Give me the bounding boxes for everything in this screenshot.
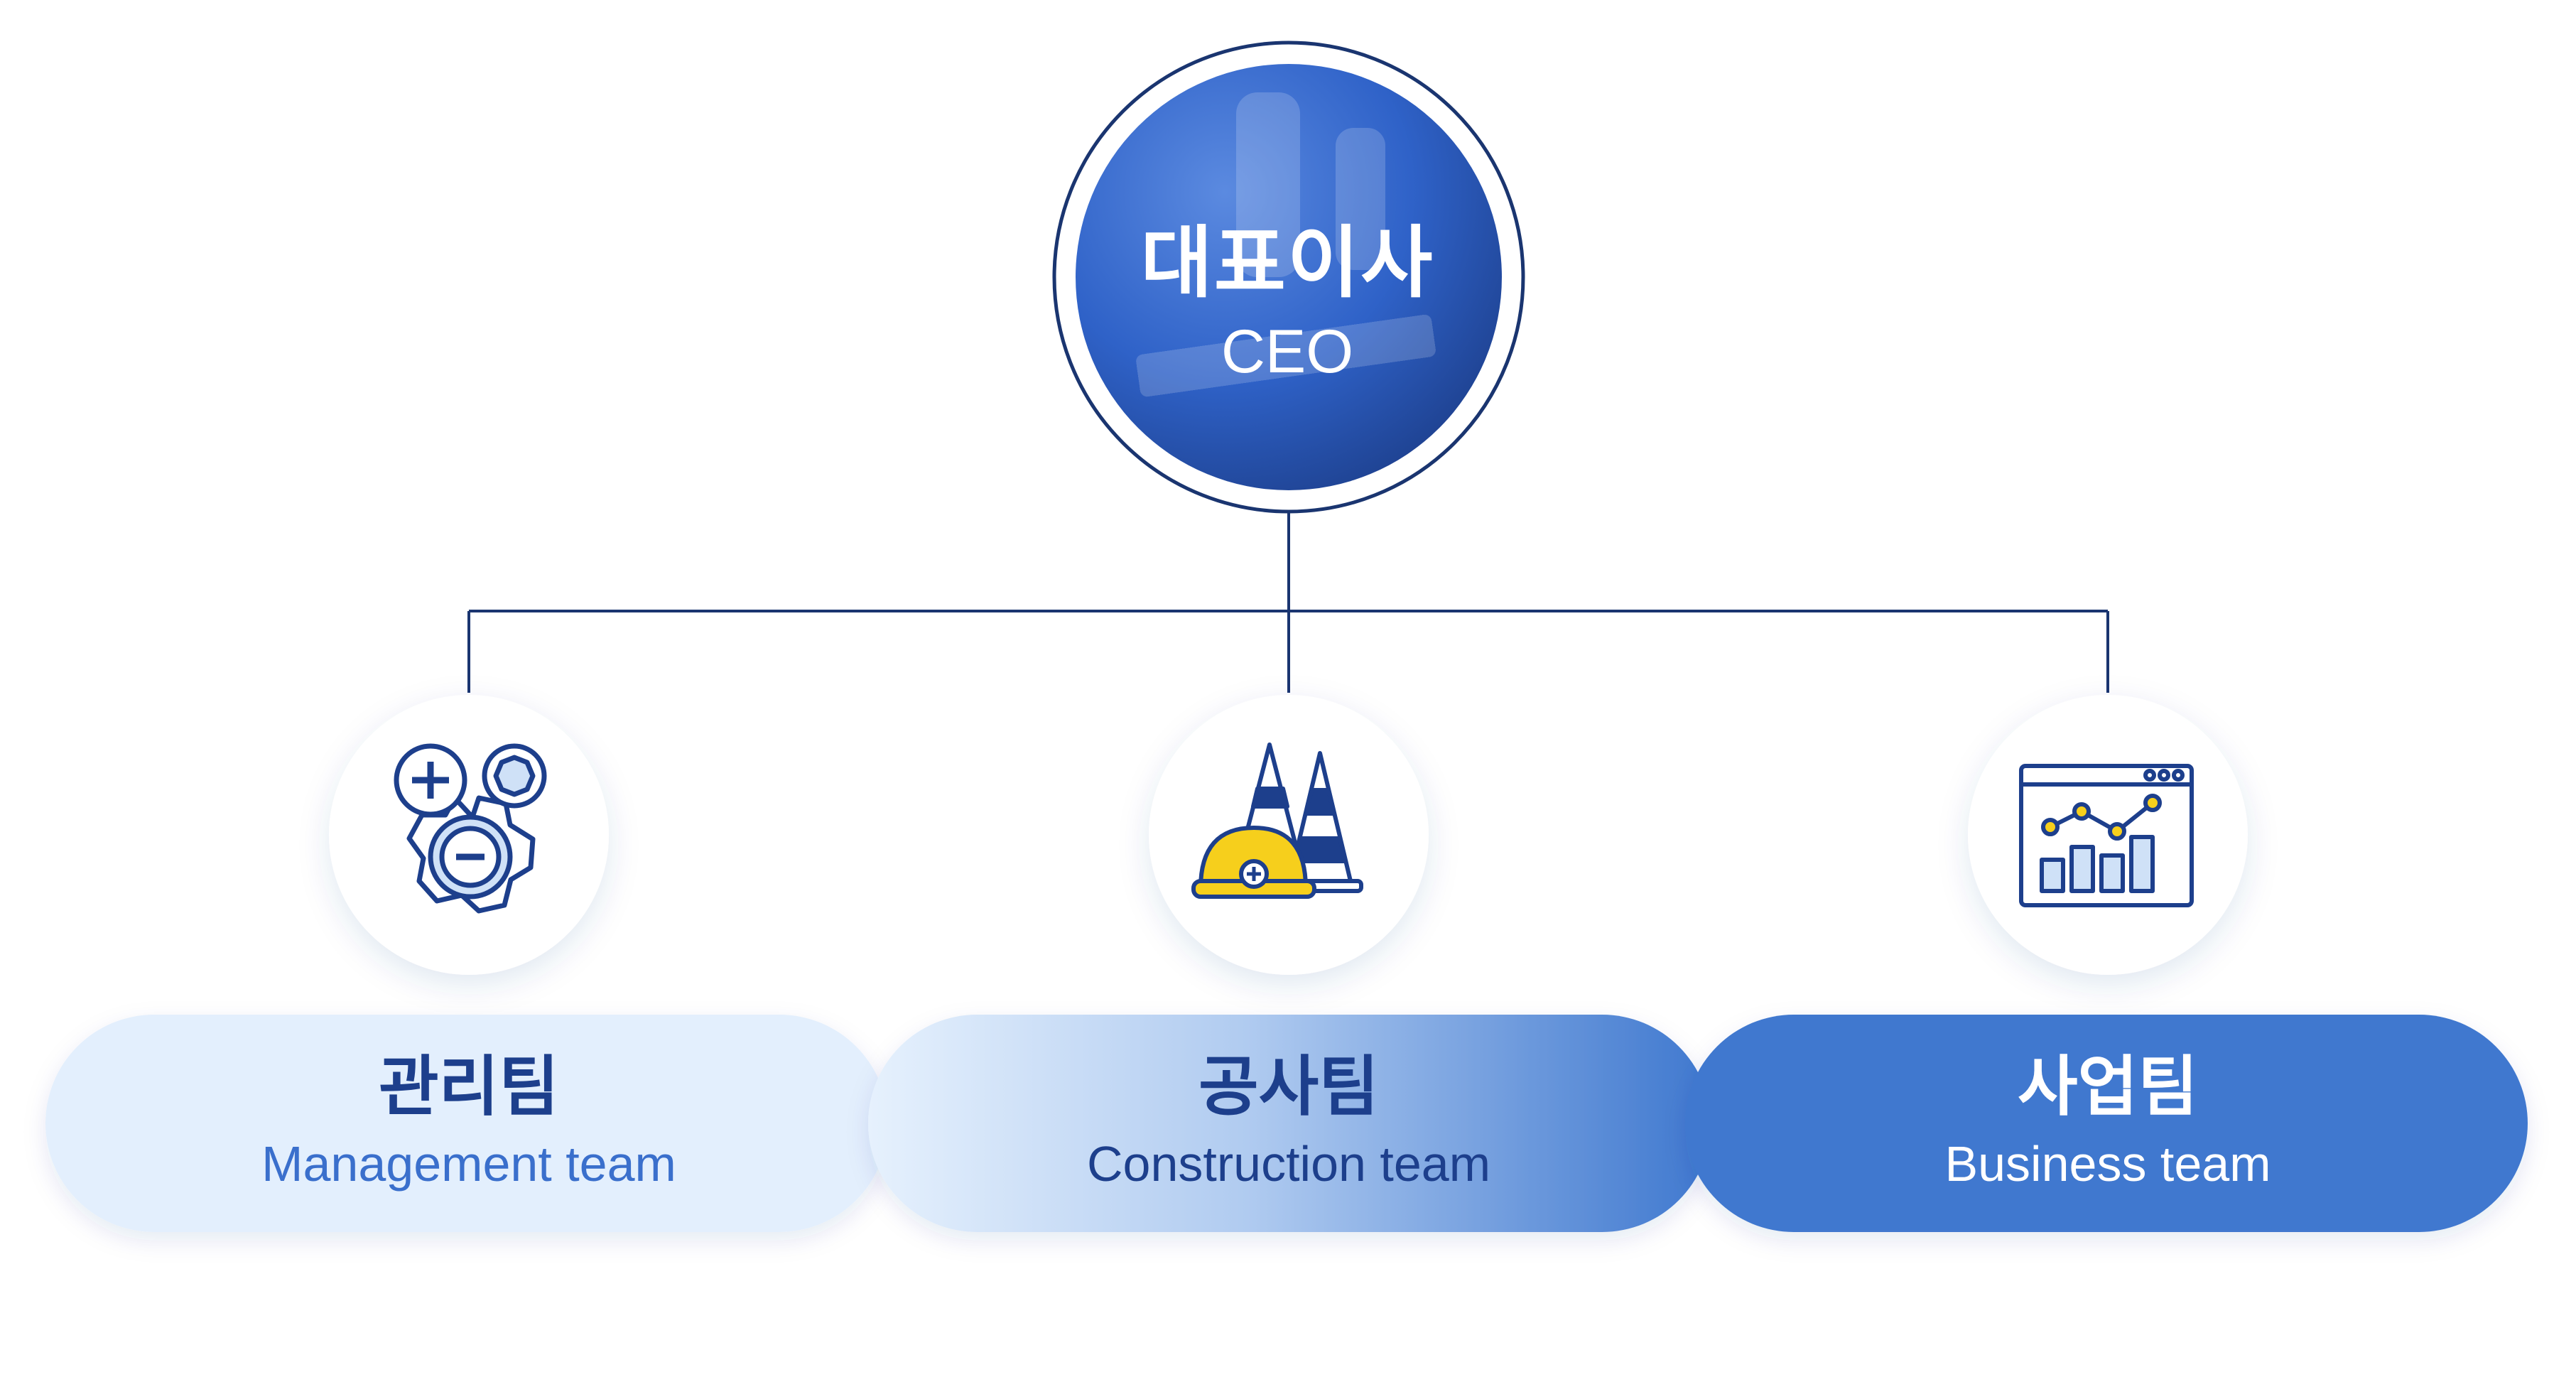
construction-team-title-english: Construction team — [1086, 1136, 1491, 1192]
management-team-label: 관리팀 Management team — [149, 1044, 789, 1198]
connector-lines — [467, 513, 2109, 693]
management-team-title-korean: 관리팀 — [379, 1049, 559, 1125]
ceo-title-korean: 대표이사 — [1140, 217, 1434, 308]
business-team-title-korean: 사업팀 — [2018, 1049, 2198, 1125]
traffic-cone-hardhat-icon — [1191, 742, 1363, 899]
team-pills — [45, 1015, 2528, 1232]
ceo-title-english: CEO — [1221, 318, 1354, 386]
gear-icon — [394, 743, 547, 914]
management-pill — [45, 1015, 888, 1232]
analytics-dashboard-icon — [2019, 764, 2194, 907]
business-pill — [1685, 1015, 2528, 1232]
construction-team-title-korean: 공사팀 — [1198, 1049, 1379, 1125]
business-team-title-english: Business team — [1944, 1136, 2271, 1192]
construction-pill — [868, 1015, 1711, 1232]
ceo-node — [1052, 40, 1525, 514]
management-team-title-english: Management team — [261, 1136, 676, 1192]
ceo-label: 대표이사 CEO — [1074, 213, 1500, 391]
construction-team-label: 공사팀 Construction team — [969, 1044, 1608, 1198]
business-team-label: 사업팀 Business team — [1788, 1044, 2428, 1198]
